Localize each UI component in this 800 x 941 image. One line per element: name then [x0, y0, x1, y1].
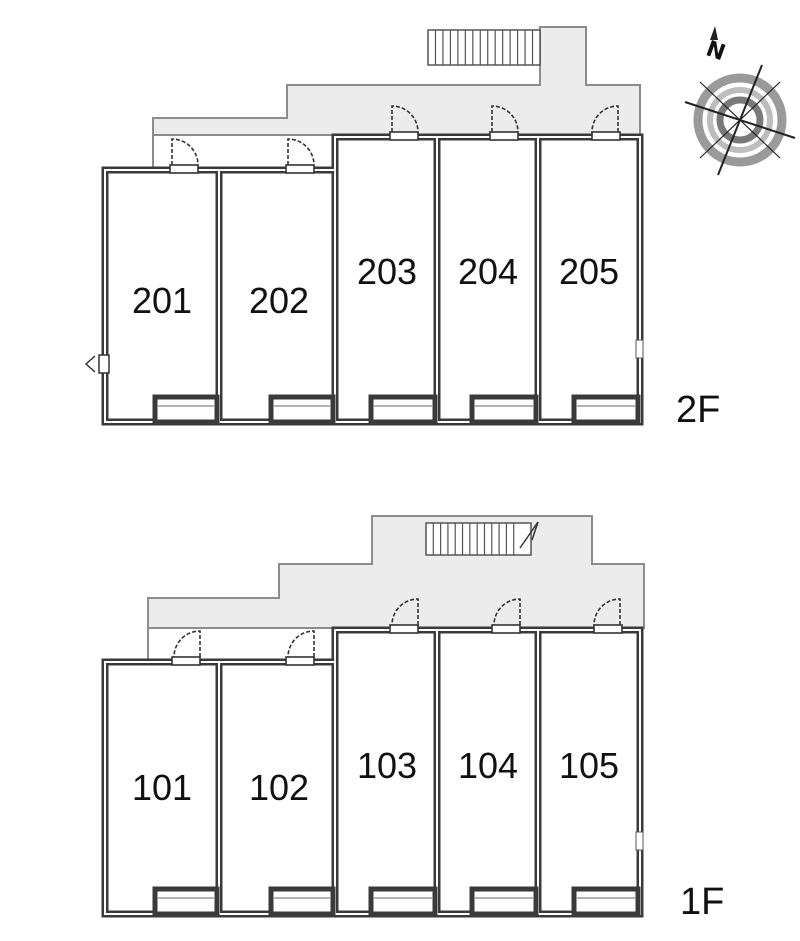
window-icon: [635, 339, 644, 359]
door-icon: [491, 598, 521, 634]
door-icon: [591, 105, 621, 141]
unit-label-103: 103: [357, 745, 417, 786]
unit-label-104: 104: [458, 745, 518, 786]
unit-label-202: 202: [249, 280, 309, 321]
door-icon: [285, 630, 315, 666]
balconies-2f: [152, 394, 641, 425]
floor-label-1f: 1F: [680, 881, 724, 923]
unit-label-204: 204: [458, 251, 518, 292]
stair-icon: [427, 29, 541, 66]
unit-label-105: 105: [559, 745, 619, 786]
door-icon: [593, 598, 623, 634]
unit-label-101: 101: [132, 767, 192, 808]
door-icon: [389, 598, 419, 634]
floor-2f: 201 202 203 204 205 2F: [84, 26, 720, 431]
unit-label-203: 203: [357, 251, 417, 292]
unit-label-201: 201: [132, 280, 192, 321]
door-icon: [169, 138, 199, 174]
arrow-left-icon: [84, 355, 96, 373]
doors-1f: [171, 598, 623, 666]
floor-label-2f: 2F: [676, 389, 720, 431]
stair-icon: [425, 521, 539, 556]
unit-label-102: 102: [249, 767, 309, 808]
floor-1f: 101 102 103 104 105 1F: [101, 515, 724, 923]
compass-rose-icon: N: [684, 26, 796, 176]
window-icon: [635, 831, 644, 851]
unit-label-205: 205: [559, 251, 619, 292]
north-label: N: [703, 37, 729, 67]
door-icon: [389, 105, 419, 141]
door-icon: [285, 138, 315, 174]
doors-2f: [169, 105, 621, 174]
balconies-1f: [152, 886, 641, 917]
window-icon: [98, 354, 110, 374]
door-icon: [489, 105, 519, 141]
door-icon: [171, 630, 201, 666]
